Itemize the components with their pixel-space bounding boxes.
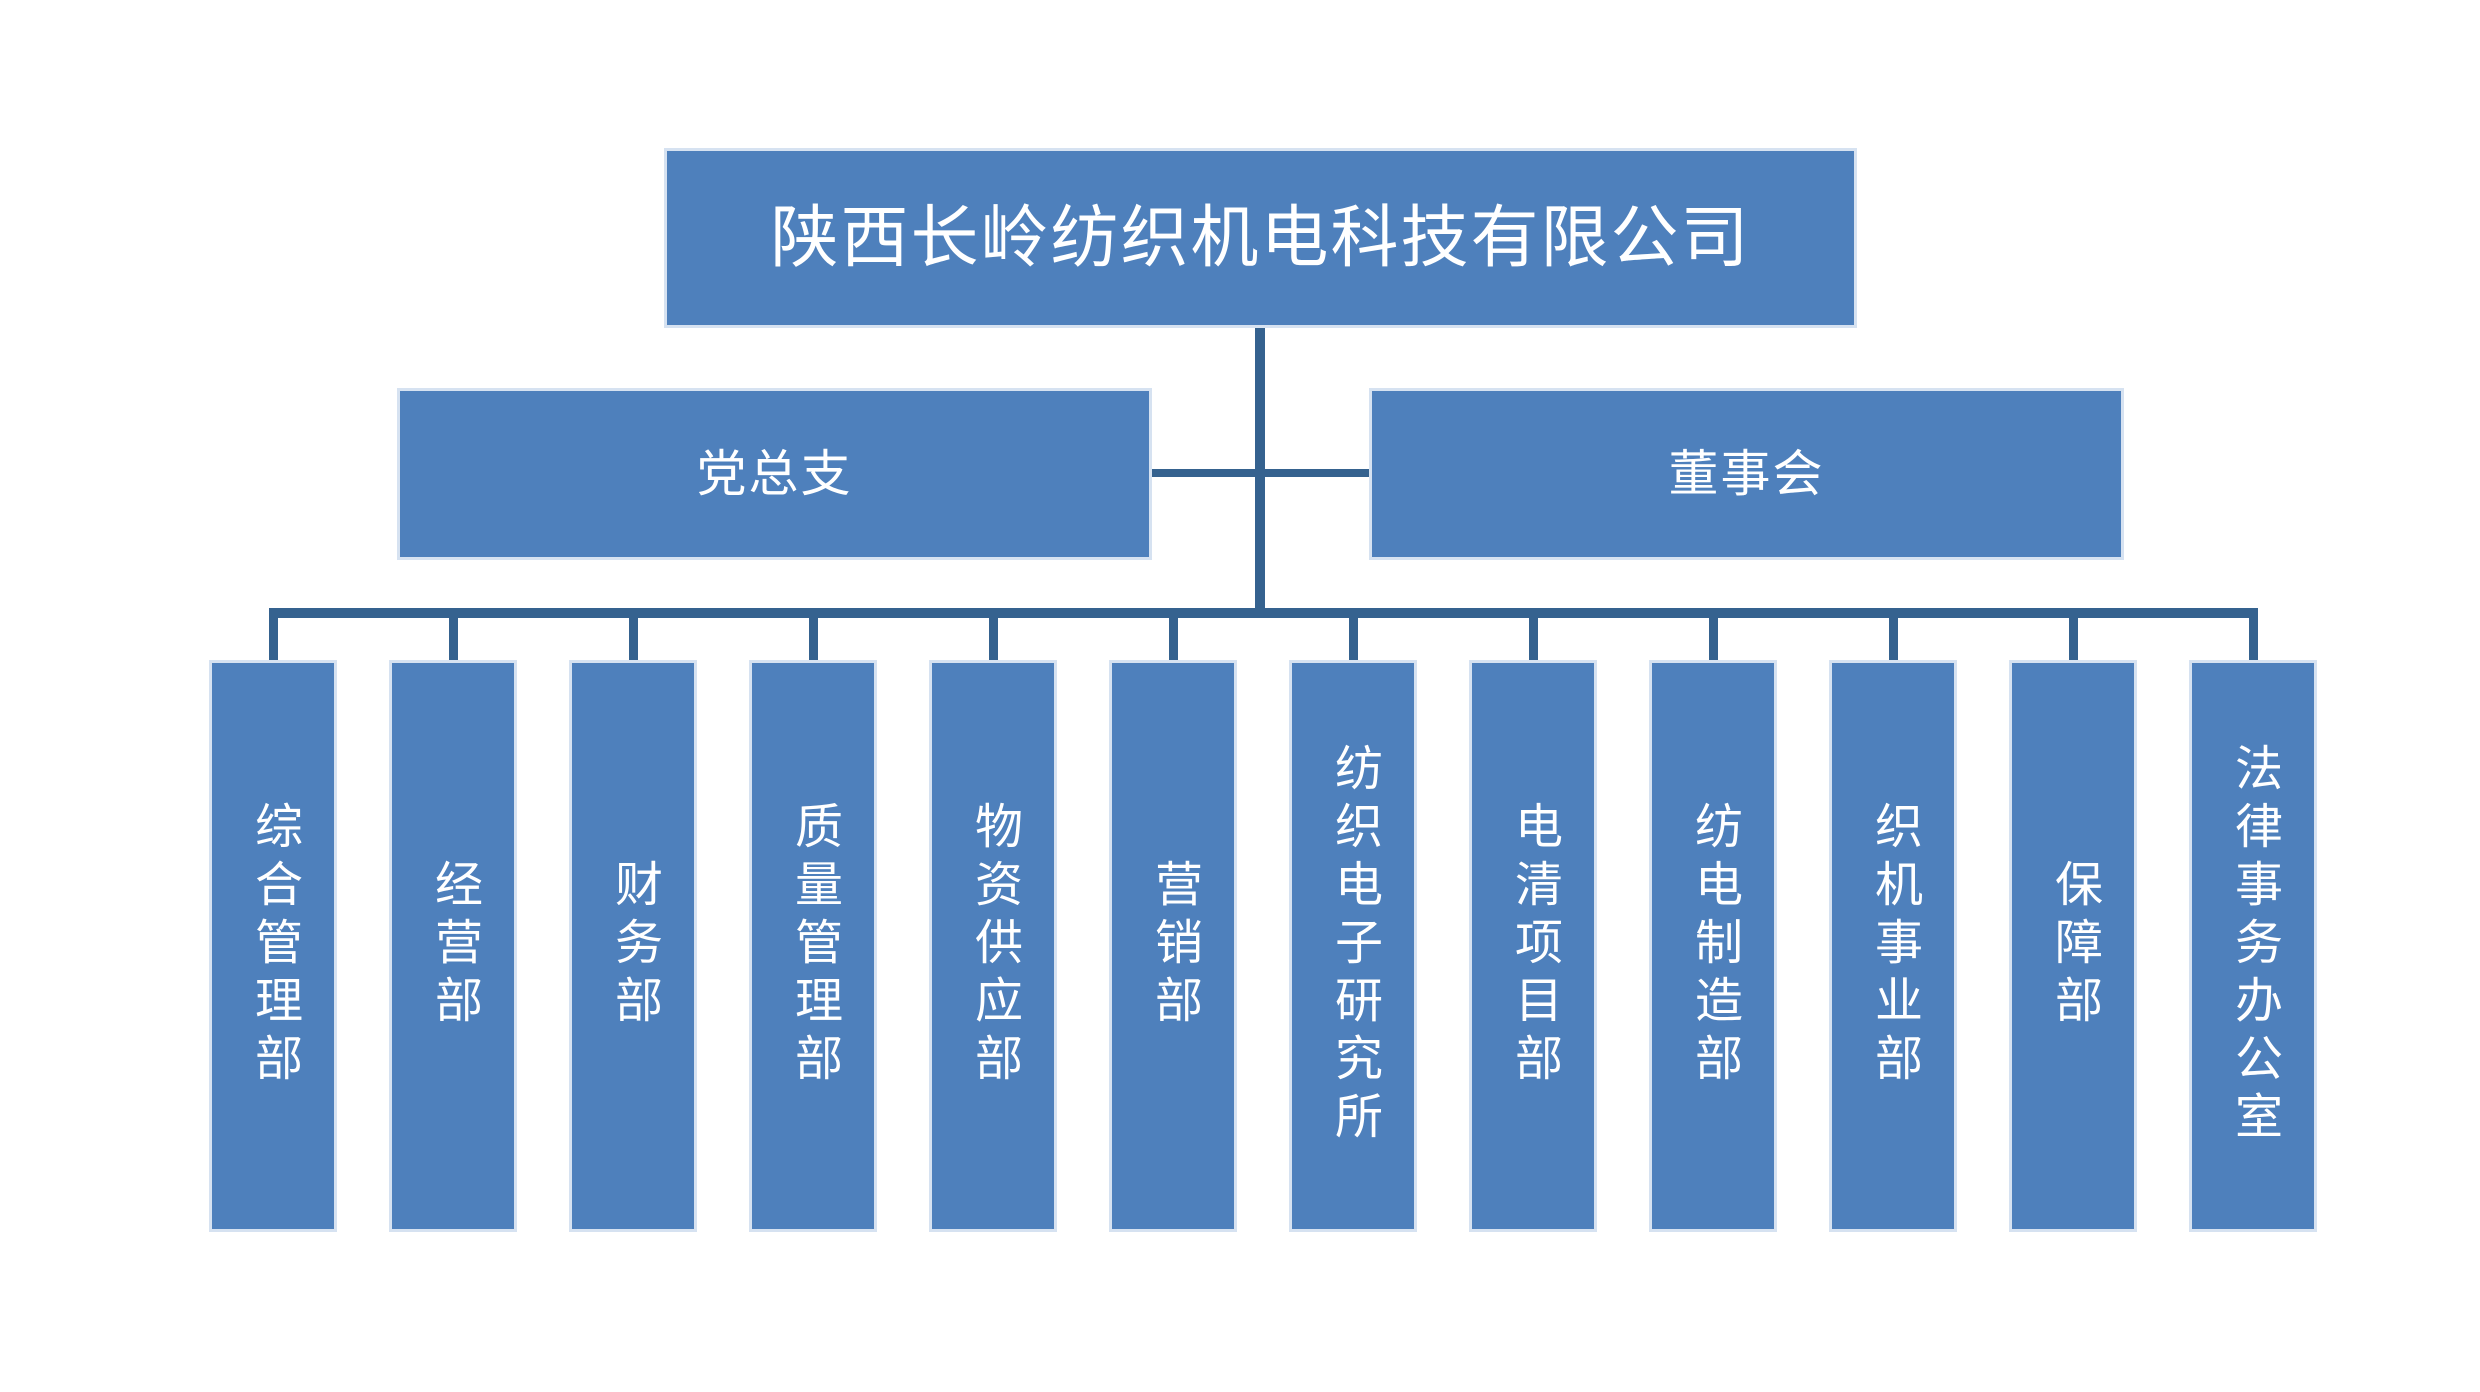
org-node-department-label: 纺织电子研究所 xyxy=(1327,743,1380,1149)
org-node-department-9[interactable]: 纺电制造部 xyxy=(1649,660,1777,1232)
connector-level2-horizontal xyxy=(1132,469,1388,477)
connector-drop-9 xyxy=(1709,608,1718,662)
org-node-department-label: 营销部 xyxy=(1147,859,1200,1033)
org-node-department-11[interactable]: 保障部 xyxy=(2009,660,2137,1232)
org-node-department-10[interactable]: 织机事业部 xyxy=(1829,660,1957,1232)
connector-department-bus xyxy=(269,608,2258,618)
org-node-department-label: 质量管理部 xyxy=(787,801,840,1091)
connector-drop-6 xyxy=(1169,608,1178,662)
org-node-department-7[interactable]: 纺织电子研究所 xyxy=(1289,660,1417,1232)
org-node-department-label: 电清项目部 xyxy=(1507,801,1560,1091)
org-node-department-3[interactable]: 财务部 xyxy=(569,660,697,1232)
org-node-department-1[interactable]: 综合管理部 xyxy=(209,660,337,1232)
org-node-board-of-directors-label: 董事会 xyxy=(1668,446,1825,502)
org-node-board-of-directors[interactable]: 董事会 xyxy=(1369,388,2124,560)
org-node-department-12[interactable]: 法律事务办公室 xyxy=(2189,660,2317,1232)
org-node-department-label: 综合管理部 xyxy=(247,801,300,1091)
org-node-department-label: 保障部 xyxy=(2047,859,2100,1033)
org-node-department-label: 纺电制造部 xyxy=(1687,801,1740,1091)
connector-drop-4 xyxy=(809,608,818,662)
connector-drop-2 xyxy=(449,608,458,662)
org-node-department-label: 织机事业部 xyxy=(1867,801,1920,1091)
org-node-department-8[interactable]: 电清项目部 xyxy=(1469,660,1597,1232)
connector-drop-8 xyxy=(1529,608,1538,662)
org-node-party-branch[interactable]: 党总支 xyxy=(397,388,1152,560)
connector-drop-5 xyxy=(989,608,998,662)
org-node-department-label: 财务部 xyxy=(607,859,660,1033)
connector-drop-12 xyxy=(2249,608,2258,662)
org-node-company-label: 陕西长岭纺织机电科技有限公司 xyxy=(770,200,1751,276)
org-node-department-5[interactable]: 物资供应部 xyxy=(929,660,1057,1232)
connector-drop-11 xyxy=(2069,608,2078,662)
connector-drop-10 xyxy=(1889,608,1898,662)
org-node-party-branch-label: 党总支 xyxy=(696,446,853,502)
connector-drop-3 xyxy=(629,608,638,662)
org-node-company[interactable]: 陕西长岭纺织机电科技有限公司 xyxy=(664,148,1857,328)
org-node-department-label: 物资供应部 xyxy=(967,801,1020,1091)
org-node-department-4[interactable]: 质量管理部 xyxy=(749,660,877,1232)
connector-drop-1 xyxy=(269,608,278,662)
org-node-department-label: 法律事务办公室 xyxy=(2227,743,2280,1149)
org-node-department-6[interactable]: 营销部 xyxy=(1109,660,1237,1232)
org-node-department-label: 经营部 xyxy=(427,859,480,1033)
org-node-department-2[interactable]: 经营部 xyxy=(389,660,517,1232)
connector-drop-7 xyxy=(1349,608,1358,662)
